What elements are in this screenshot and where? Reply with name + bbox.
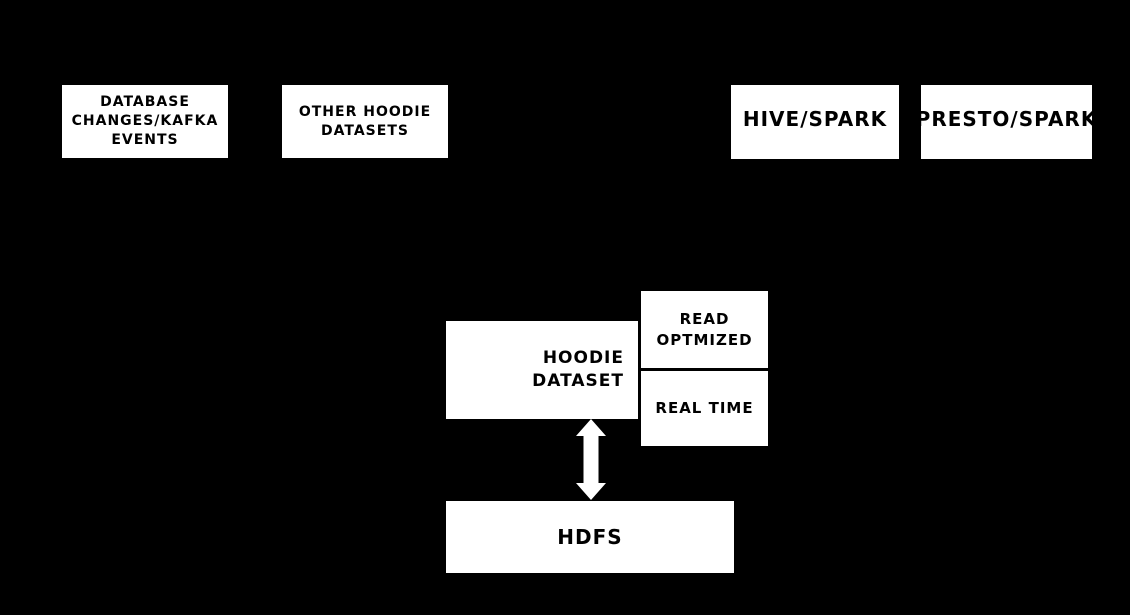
node-label: HDFS bbox=[557, 525, 623, 549]
node-hive-spark: HIVE/SPARK bbox=[731, 85, 899, 159]
node-hdfs: HDFS bbox=[446, 501, 734, 573]
node-label: READ OPTMIZED bbox=[656, 309, 753, 349]
node-label: HIVE/SPARK bbox=[742, 107, 888, 131]
node-hoodie-dataset: HOODIE DATASET bbox=[446, 321, 638, 419]
node-read-optmized: READ OPTMIZED bbox=[641, 291, 768, 368]
node-label: PRESTO/SPARK bbox=[915, 107, 1098, 131]
node-label: HOODIE DATASET bbox=[532, 348, 624, 391]
double-arrow-icon bbox=[576, 419, 606, 500]
node-database-changes-kafka-events: DATABASE CHANGES/KAFKA EVENTS bbox=[62, 85, 228, 158]
node-other-hoodie-datasets: OTHER HOODIE DATASETS bbox=[282, 85, 448, 158]
node-label: DATABASE CHANGES/KAFKA EVENTS bbox=[71, 94, 219, 148]
node-label: OTHER HOODIE DATASETS bbox=[298, 103, 432, 139]
node-label: REAL TIME bbox=[655, 399, 754, 417]
node-presto-spark: PRESTO/SPARK bbox=[916, 85, 1096, 159]
node-real-time: REAL TIME bbox=[641, 371, 768, 446]
